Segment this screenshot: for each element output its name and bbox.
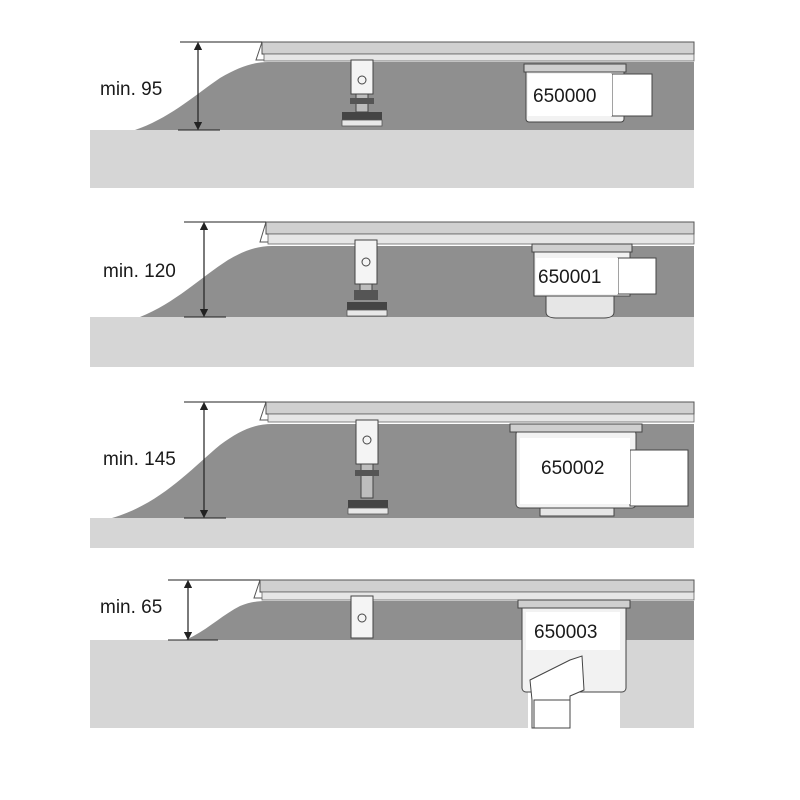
product-code: 650000 <box>533 86 596 107</box>
drain-channel <box>255 41 695 62</box>
drain-channel <box>259 401 695 423</box>
drain-box: 650000 <box>523 63 653 123</box>
floor-slab <box>90 317 694 367</box>
drain-channel <box>253 579 695 601</box>
height-dimension <box>184 401 266 519</box>
panel-2: 650001 min. 120 <box>90 221 695 367</box>
panel-3: 650002 min. 145 <box>90 401 695 548</box>
height-dimension <box>178 41 262 131</box>
floor-slab <box>90 518 694 548</box>
panel-4: 650003 min. 65 <box>90 579 695 730</box>
adjustable-foot <box>350 595 374 639</box>
adjustable-foot <box>347 419 389 515</box>
drain-channel <box>259 221 695 245</box>
product-code: 650003 <box>534 622 597 643</box>
min-height-label: min. 145 <box>103 449 176 470</box>
min-height-label: min. 120 <box>103 261 176 282</box>
height-dimension <box>184 221 266 318</box>
min-height-label: min. 65 <box>100 597 162 618</box>
floor-slab <box>90 130 694 188</box>
adjustable-foot <box>341 59 383 127</box>
adjustable-foot <box>346 239 388 317</box>
drain-box: 650001 <box>531 243 657 319</box>
drain-box: 650002 <box>509 423 689 517</box>
min-height-label: min. 95 <box>100 79 162 100</box>
product-code: 650001 <box>538 267 601 288</box>
drain-box: 650003 <box>517 599 631 729</box>
panel-1: 650000 min. 95 <box>90 41 695 188</box>
height-dimension <box>168 579 260 641</box>
product-code: 650002 <box>541 458 604 479</box>
